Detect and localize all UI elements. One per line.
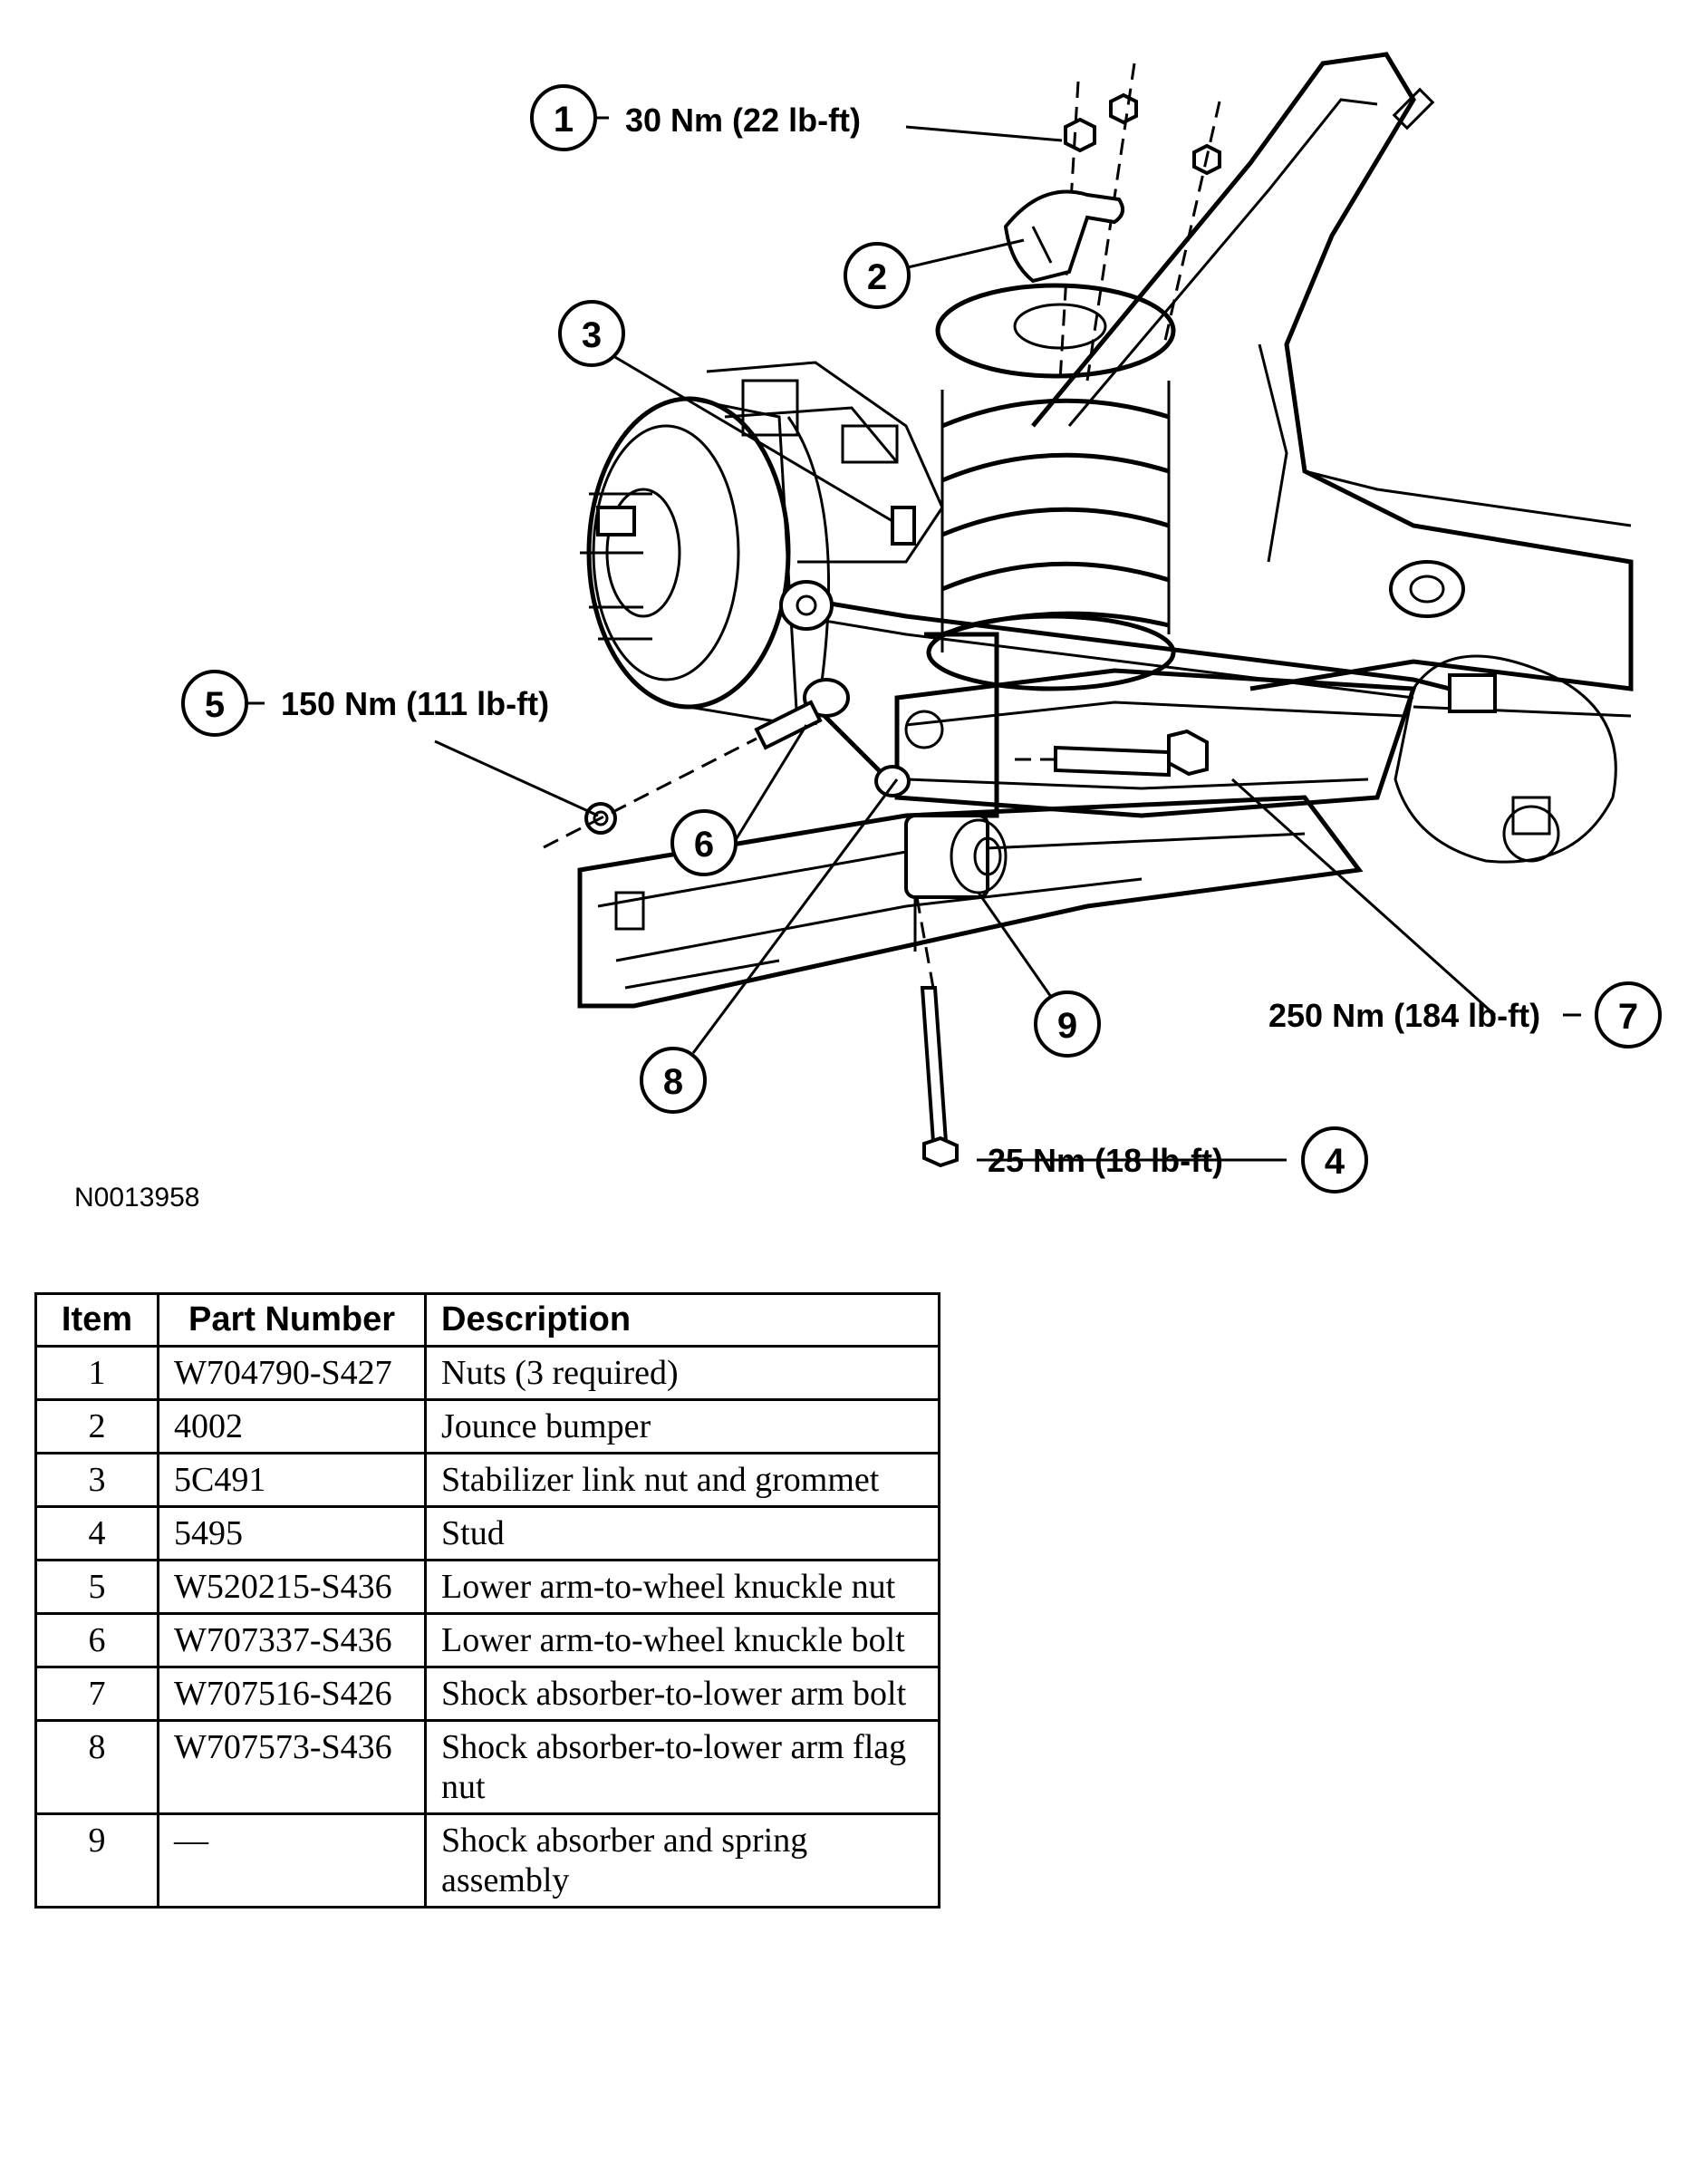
table-row: 9 — Shock absorber and spring assembly <box>34 1812 940 1909</box>
stabilizer-link <box>803 506 916 797</box>
shock-bolt <box>1015 729 1209 778</box>
row-description: Lower arm-to-wheel knuckle bolt <box>424 1612 940 1668</box>
coil-spring <box>926 283 1176 691</box>
row-part-number: W704790-S427 <box>157 1345 427 1401</box>
callout-6-number: 6 <box>694 825 714 865</box>
row-part-number: W520215-S436 <box>157 1559 427 1615</box>
table-row: 5 W520215-S436 Lower arm-to-wheel knuckl… <box>34 1559 940 1615</box>
callout-1-number: 1 <box>554 100 574 140</box>
row-item: 8 <box>34 1719 159 1815</box>
row-description: Shock absorber-to-lower arm bolt <box>424 1666 940 1722</box>
callout-9-number: 9 <box>1057 1006 1077 1046</box>
suspension-illustration: 1 30 Nm (22 lb-ft) 2 3 4 25 Nm (18 lb-ft… <box>181 52 1662 1193</box>
callout-1: 1 30 Nm (22 lb-ft) <box>530 84 861 151</box>
table-row: 2 4002 Jounce bumper <box>34 1398 940 1454</box>
row-part-number: 5495 <box>157 1505 427 1561</box>
row-item: 3 <box>34 1452 159 1508</box>
table-row: 7 W707516-S426 Shock absorber-to-lower a… <box>34 1666 940 1722</box>
row-description: Jounce bumper <box>424 1398 940 1454</box>
stabilizer-bar <box>779 580 1497 713</box>
callout-5-number: 5 <box>205 685 225 725</box>
callout-8-number: 8 <box>663 1062 683 1102</box>
table-row: 1 W704790-S427 Nuts (3 required) <box>34 1345 940 1401</box>
row-description: Stabilizer link nut and grommet <box>424 1452 940 1508</box>
row-part-number: W707573-S436 <box>157 1719 427 1815</box>
row-part-number: 4002 <box>157 1398 427 1454</box>
row-item: 5 <box>34 1559 159 1615</box>
leader-lines <box>434 125 1581 1162</box>
row-description: Stud <box>424 1505 940 1561</box>
row-description: Shock absorber and spring assembly <box>424 1812 940 1909</box>
callout-4-number: 4 <box>1325 1142 1345 1182</box>
row-item: 4 <box>34 1505 159 1561</box>
differential <box>1394 654 1632 864</box>
callout-7-torque: 250 Nm (184 lb-ft) <box>1268 997 1540 1034</box>
row-part-number: 5C491 <box>157 1452 427 1508</box>
jounce-bumper <box>1003 189 1124 284</box>
callout-5-torque: 150 Nm (111 lb-ft) <box>281 685 549 722</box>
callout-4-torque: 25 Nm (18 lb-ft) <box>988 1142 1223 1179</box>
callout-9: 9 <box>1034 991 1101 1058</box>
subframe <box>1031 52 1634 691</box>
lower-control-arm <box>894 668 1417 818</box>
callout-4: 4 25 Nm (18 lb-ft) <box>988 1126 1368 1193</box>
row-item: 6 <box>34 1612 159 1668</box>
parts-table: Item Part Number Description 1 W704790-S… <box>34 1292 940 1909</box>
row-item: 2 <box>34 1398 159 1454</box>
callout-3: 3 <box>558 300 625 367</box>
row-part-number: W707337-S436 <box>157 1612 427 1668</box>
callout-2: 2 <box>844 242 911 309</box>
callout-1-torque: 30 Nm (22 lb-ft) <box>625 101 861 139</box>
wheel-knuckle <box>706 361 944 564</box>
row-item: 7 <box>34 1666 159 1722</box>
row-part-number: — <box>157 1812 427 1909</box>
parts-table-header: Item Part Number Description <box>34 1292 940 1348</box>
header-part-number: Part Number <box>157 1292 427 1348</box>
header-item: Item <box>34 1292 159 1348</box>
table-row: 3 5C491 Stabilizer link nut and grommet <box>34 1452 940 1508</box>
callout-5: 5 150 Nm (111 lb-ft) <box>181 670 549 737</box>
row-item: 9 <box>34 1812 159 1909</box>
callout-3-number: 3 <box>582 315 602 355</box>
callout-7-number: 7 <box>1618 997 1638 1037</box>
callout-7: 7 250 Nm (184 lb-ft) <box>1268 981 1662 1049</box>
row-item: 1 <box>34 1345 159 1401</box>
table-row: 8 W707573-S436 Shock absorber-to-lower a… <box>34 1719 940 1815</box>
table-row: 4 5495 Stud <box>34 1505 940 1561</box>
callout-8: 8 <box>640 1047 707 1114</box>
brake-drum <box>580 396 831 727</box>
row-description: Shock absorber-to-lower arm flag nut <box>424 1719 940 1815</box>
row-part-number: W707516-S426 <box>157 1666 427 1722</box>
knuckle-bolt <box>543 700 823 849</box>
row-description: Lower arm-to-wheel knuckle nut <box>424 1559 940 1615</box>
figure-id: N0013958 <box>74 1183 200 1213</box>
row-description: Nuts (3 required) <box>424 1345 940 1401</box>
callout-2-number: 2 <box>867 257 887 297</box>
shock-stud <box>915 896 959 1168</box>
callout-6: 6 <box>670 809 738 876</box>
table-row: 6 W707337-S436 Lower arm-to-wheel knuckl… <box>34 1612 940 1668</box>
header-description: Description <box>424 1292 940 1348</box>
